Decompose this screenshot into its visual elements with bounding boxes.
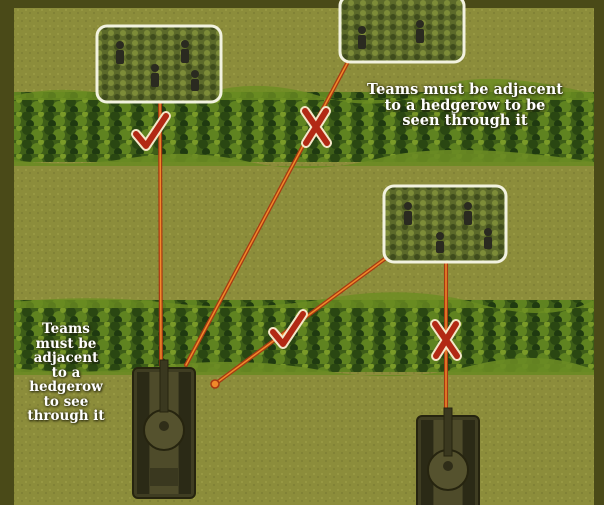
caption-top: Teams must be adjacent to a hedgerow to … — [350, 82, 580, 129]
caption-top-line: to a hedgerow to be — [350, 98, 580, 114]
caption-top-line: Teams must be adjacent — [350, 82, 580, 98]
caption-top-line: seen through it — [350, 113, 580, 129]
tank-right — [417, 408, 479, 505]
caption-left-line: must be — [18, 337, 114, 352]
infantry-team-top-right — [340, 0, 464, 62]
infantry-team-top-left — [97, 26, 221, 102]
infantry-team-middle — [384, 186, 506, 262]
tank-icon — [133, 360, 195, 498]
caption-left-line: through it — [18, 409, 114, 424]
caption-left-line: hedgerow — [18, 380, 114, 395]
tank-left — [133, 360, 195, 498]
caption-left-line: adjacent — [18, 351, 114, 366]
caption-left-line: Teams — [18, 322, 114, 337]
caption-left: Teams must be adjacent to a hedgerow to … — [18, 322, 114, 424]
tank-icon — [417, 408, 479, 505]
